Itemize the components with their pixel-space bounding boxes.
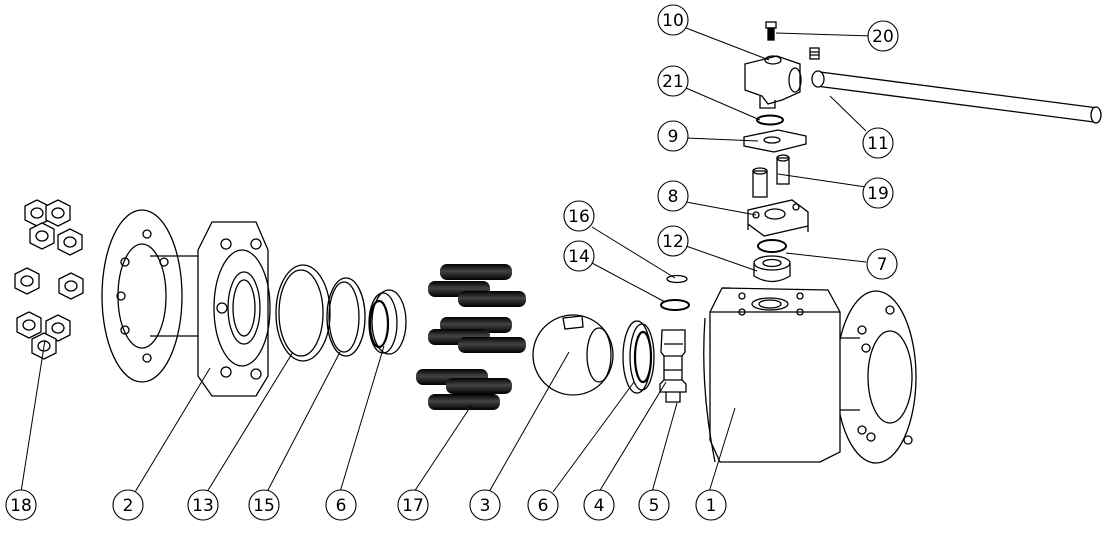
- callout-6-left: 6: [336, 496, 347, 516]
- studs-part-17: [416, 264, 526, 410]
- handle-head-part-10: [744, 55, 802, 109]
- callout-2: 2: [123, 496, 134, 516]
- callout-10: 10: [662, 11, 684, 31]
- callout-4: 4: [594, 496, 605, 516]
- valve-body-part-1: [703, 287, 917, 464]
- gland-part-7: [753, 255, 791, 283]
- callout-21: 21: [662, 72, 684, 92]
- ball-part-3: [532, 314, 614, 396]
- o-ring-part-16: [666, 274, 688, 284]
- callout-13: 13: [192, 496, 214, 516]
- o-ring-part-14: [660, 299, 690, 311]
- callout-7: 7: [877, 255, 888, 275]
- end-connector-part-2: [101, 209, 271, 397]
- callout-18: 18: [10, 496, 32, 516]
- grease-fitting: [809, 47, 820, 60]
- seat-part-6-right: [622, 320, 655, 394]
- callout-6-right: 6: [538, 496, 549, 516]
- leader-lines: [20, 27, 873, 493]
- packing-part-12: [757, 239, 787, 253]
- gland-flange-part-8: [747, 199, 809, 237]
- seal-ring-part-15: [326, 277, 366, 357]
- callout-1: 1: [706, 496, 717, 516]
- seat-part-6-left: [368, 289, 407, 355]
- callout-19: 19: [867, 184, 889, 204]
- callout-15: 15: [253, 496, 275, 516]
- callout-17: 17: [402, 496, 424, 516]
- retaining-ring-part-21: [756, 114, 784, 126]
- callout-9: 9: [668, 127, 679, 147]
- callout-5: 5: [649, 496, 660, 516]
- callout-3: 3: [480, 496, 491, 516]
- gasket-ring-part-13: [275, 264, 331, 362]
- callout-8: 8: [668, 187, 679, 207]
- set-screw-part-20: [765, 21, 777, 41]
- callout-11: 11: [867, 134, 889, 154]
- stem-part-4: [659, 329, 687, 403]
- callout-12: 12: [662, 232, 684, 252]
- handle-bar-part-11: [811, 70, 1102, 124]
- stop-plate-part-9: [743, 129, 807, 153]
- hex-nuts-part-18: [14, 199, 84, 360]
- callout-labels: 10 20 21 9 11 19 8 12 7 16 14 18 2 13 15…: [10, 11, 894, 516]
- cap-screws-part-19: [752, 154, 790, 198]
- callout-16: 16: [568, 207, 590, 227]
- callout-14: 14: [568, 247, 590, 267]
- callout-circles: [5, 4, 899, 521]
- callout-20: 20: [872, 27, 894, 47]
